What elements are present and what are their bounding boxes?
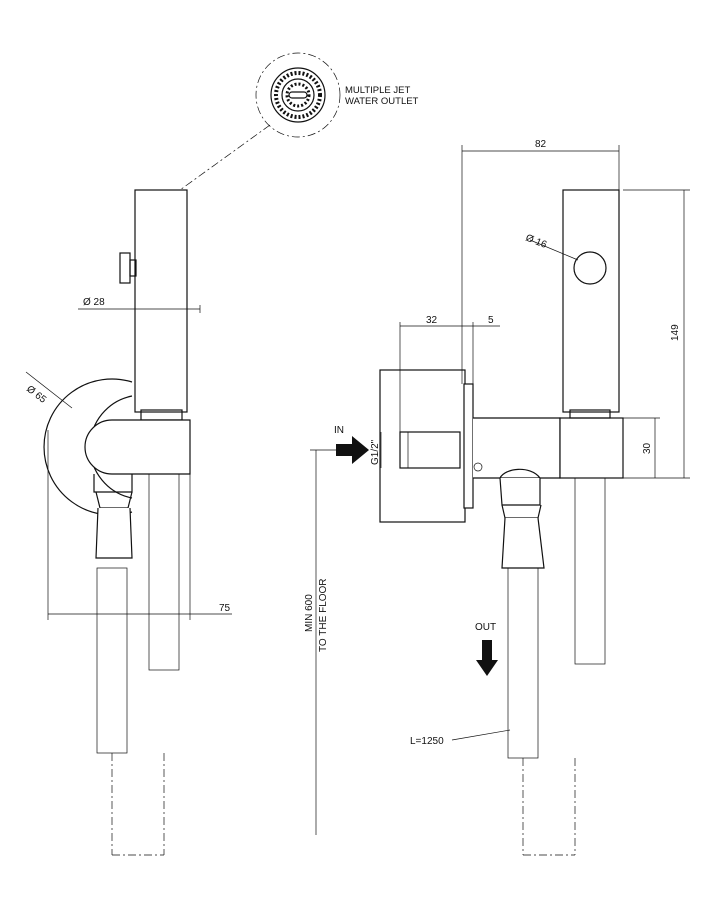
dim-28: Ø 28	[83, 297, 105, 308]
detail-circle	[255, 52, 341, 138]
dim-16-leader	[529, 239, 579, 261]
out-label: OUT	[475, 622, 496, 633]
min-height-line1: MIN 600	[304, 594, 315, 632]
bracket	[84, 419, 191, 475]
hose-right-a	[507, 567, 539, 759]
dim-5: 5	[488, 315, 494, 326]
bracket-right	[559, 417, 624, 479]
handshower-right	[562, 189, 620, 413]
detail-leader	[179, 124, 271, 191]
handshower-body	[134, 189, 188, 413]
left-view: Ø 28 Ø 65 75	[24, 189, 232, 856]
dim-82: 82	[535, 139, 547, 150]
inlet-fitting	[399, 431, 461, 469]
outlet-circle	[573, 251, 607, 285]
in-arrow	[336, 436, 369, 464]
outlet-slot	[288, 91, 308, 99]
outlet-note-line1: MULTIPLE JET	[345, 85, 410, 96]
dim-30: 30	[642, 442, 653, 454]
side-button	[119, 252, 131, 284]
hose-length: L=1250	[410, 736, 444, 747]
hose-right-b	[574, 477, 606, 665]
hose-left-a	[96, 567, 128, 754]
thread-label: G1/2"	[370, 439, 381, 465]
dim-149: 149	[670, 324, 681, 341]
outlet-note-line2: WATER OUTLET	[345, 96, 419, 107]
rosette-outer	[43, 378, 133, 516]
out-arrow	[476, 640, 498, 676]
in-label: IN	[334, 425, 344, 436]
hose-length-leader	[451, 729, 511, 741]
dim-32: 32	[426, 315, 438, 326]
rosette-plate	[463, 383, 474, 509]
right-view: G1/2" IN OUT L=1250 82	[304, 139, 690, 856]
dim-16: Ø 16	[524, 233, 549, 251]
outlet-detail: MULTIPLE JET WATER OUTLET	[179, 52, 419, 191]
dim-65-leader	[25, 371, 73, 409]
dim-75: 75	[219, 603, 231, 614]
min-height-line2: TO THE FLOOR	[318, 578, 329, 652]
hose-left-b	[148, 473, 180, 671]
hose-nut-right	[501, 517, 545, 569]
hose-nut-left	[95, 507, 133, 559]
